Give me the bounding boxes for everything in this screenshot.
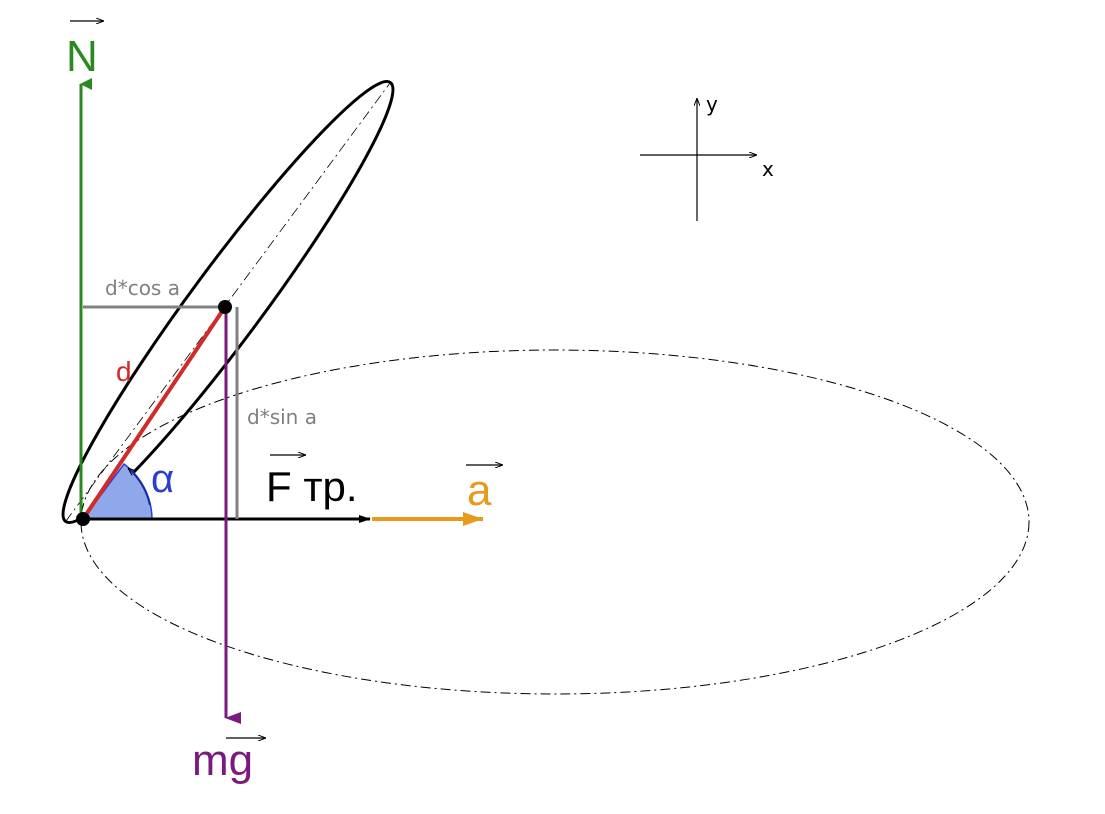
- horizontal-projection-label: d*cos a: [105, 276, 180, 300]
- acceleration-label: a: [467, 466, 492, 515]
- distance-line: [81, 305, 227, 521]
- angle-arc-arrow: [128, 468, 151, 506]
- vertical-projection-label: d*sin a: [247, 405, 317, 429]
- center-of-mass: [218, 300, 232, 314]
- trajectory-ellipse: [80, 349, 1030, 695]
- angle-wedge: [81, 462, 153, 520]
- normal-force-label: N: [66, 32, 98, 81]
- contact-point: [76, 512, 90, 526]
- axis-x-label: x: [762, 157, 774, 181]
- gravity-label: mg: [192, 736, 253, 785]
- axes-icon: [640, 98, 757, 221]
- axis-y-label: y: [706, 92, 718, 116]
- distance-label: d: [116, 356, 132, 387]
- angle-label: α: [151, 457, 174, 501]
- tilted-body-axis: [65, 82, 391, 522]
- friction-label: F тр.: [266, 463, 358, 510]
